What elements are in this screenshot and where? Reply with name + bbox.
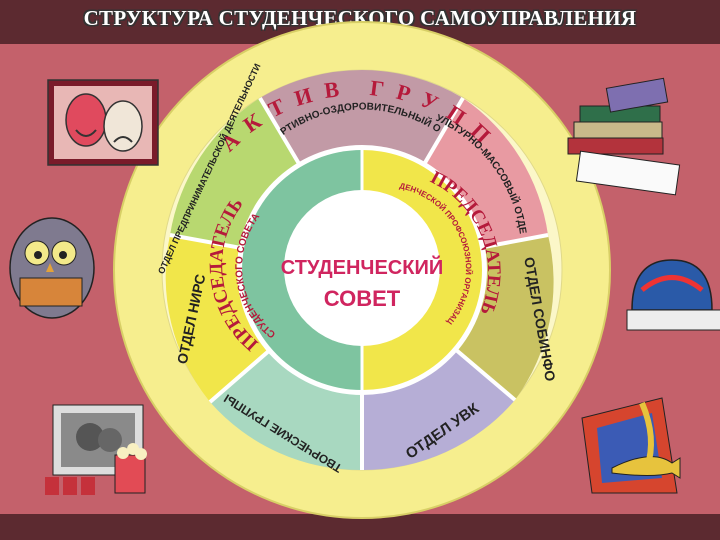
center-circle — [284, 190, 440, 346]
theater-masks-icon — [47, 79, 159, 166]
cinema-popcorn-icon — [45, 404, 147, 495]
center-line1: СТУДЕНЧЕСКИЙ — [281, 255, 443, 279]
music-instruments-icon — [581, 397, 681, 494]
owl-reading-icon — [9, 217, 95, 319]
center-line2: СОВЕТ — [324, 286, 401, 311]
football-helmet-icon — [626, 259, 720, 331]
books-icon — [567, 77, 681, 196]
